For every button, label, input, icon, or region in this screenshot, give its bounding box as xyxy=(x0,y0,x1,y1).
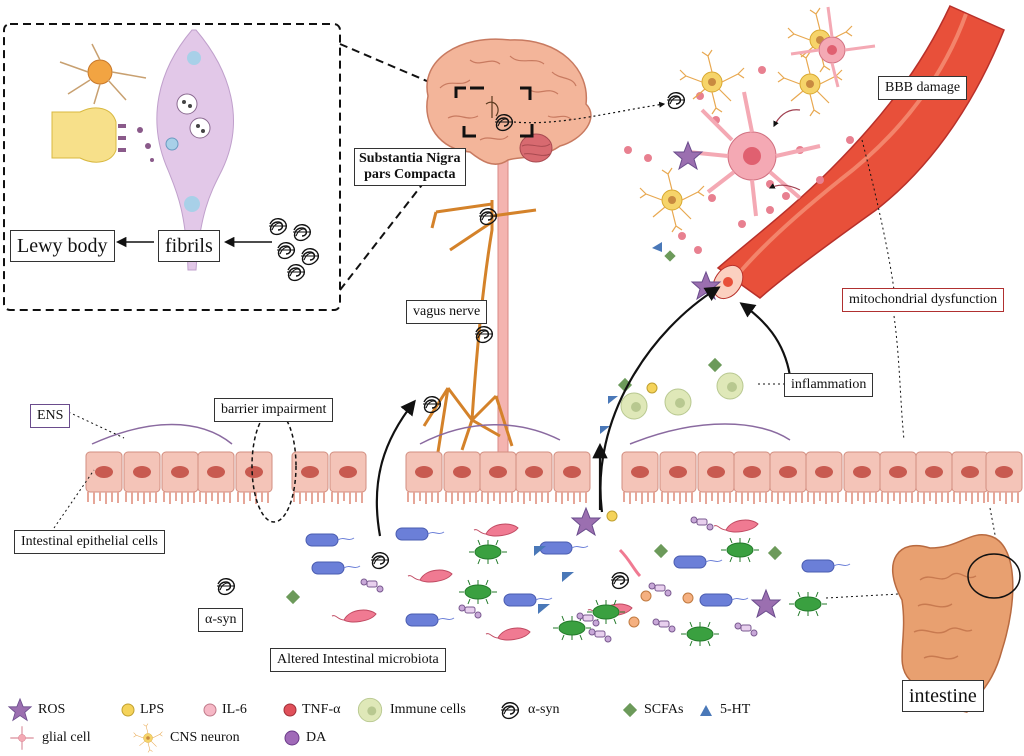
lewy-body-label: Lewy body xyxy=(10,230,115,262)
bbb-damage-label: BBB damage xyxy=(878,76,968,100)
snpc-line-1: Substantia Nigra xyxy=(359,151,461,166)
microbiota-label: Altered Intestinal microbiota xyxy=(270,648,446,672)
fibrils-label: fibrils xyxy=(158,230,220,262)
green-diamond-icon xyxy=(622,702,638,718)
snpc-line-2: pars Compacta xyxy=(364,167,456,182)
purple-star-icon xyxy=(8,698,32,721)
legend-da: DA xyxy=(306,730,327,745)
glial-cell-icon xyxy=(10,726,34,750)
intestine-label: intestine xyxy=(902,680,984,712)
legend-tnf: TNF-α xyxy=(302,702,341,717)
blue-triangle-icon xyxy=(700,705,712,716)
asyn-label: α-syn xyxy=(198,608,244,632)
epithelial-cells-label: Intestinal epithelial cells xyxy=(14,530,165,554)
purple-circle-icon xyxy=(284,730,300,746)
red-circle-icon xyxy=(283,703,297,717)
cns-neuron-icon xyxy=(133,723,163,753)
inset-neuron-art xyxy=(51,29,320,282)
yellow-circle-icon xyxy=(121,703,135,717)
barrier-impairment-label: barrier impairment xyxy=(214,398,334,422)
immune-cell-icon xyxy=(357,697,383,723)
ens-label: ENS xyxy=(30,404,71,428)
legend-lps: LPS xyxy=(140,702,165,717)
legend-ros: ROS xyxy=(38,702,66,717)
pathway-arrows xyxy=(375,286,792,537)
legend-cns-neuron: CNS neuron xyxy=(170,730,240,745)
legend-glial-cell: glial cell xyxy=(42,730,91,745)
substantia-nigra-label: Substantia Nigra pars Compacta xyxy=(354,148,466,186)
legend-il6: IL-6 xyxy=(222,702,247,717)
legend-scfas: SCFAs xyxy=(644,702,684,717)
mitochondrial-dysfunction-label: mitochondrial dysfunction xyxy=(842,288,1005,312)
pink-circle-icon xyxy=(203,703,217,717)
legend-icons xyxy=(8,697,712,753)
inflammation-label: inflammation xyxy=(784,373,874,397)
microbiota-art xyxy=(216,507,851,647)
vagus-nerve-label: vagus nerve xyxy=(406,300,488,324)
asyn-tangle-icon xyxy=(500,702,520,720)
immune-cells-art xyxy=(600,357,744,434)
epithelium-art xyxy=(85,409,1023,523)
legend-5ht: 5-HT xyxy=(720,702,751,717)
legend-asyn: α-syn xyxy=(528,702,560,717)
blood-vessel-art xyxy=(624,5,1005,300)
legend-immune-cells: Immune cells xyxy=(390,702,466,717)
vagus-nerve-art xyxy=(422,200,537,453)
